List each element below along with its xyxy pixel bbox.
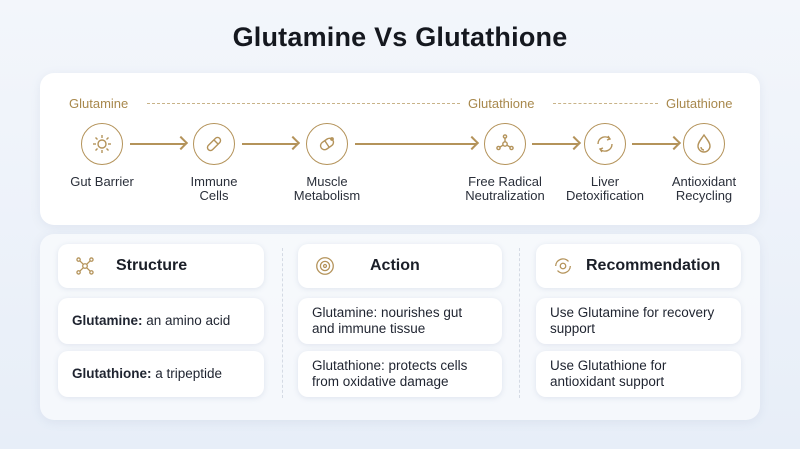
- recommendation-heading: Recommendation: [586, 257, 721, 274]
- structure-heading: Structure: [116, 257, 188, 274]
- structure-item: Glutathione: a tripeptide: [58, 351, 264, 397]
- flow-arrow: [532, 143, 578, 145]
- recommendation-header-card: Recommendation: [536, 244, 741, 288]
- step-label: Gut Barrier: [70, 174, 134, 189]
- page-title: Glutamine Vs Glutathione: [232, 22, 568, 52]
- group-divider-line: [553, 103, 658, 104]
- group-label-glutathione: Glutathione: [468, 96, 535, 111]
- recycle-icon: [584, 123, 626, 165]
- group-divider-line: [147, 103, 460, 104]
- flow-arrow: [242, 143, 297, 145]
- action-item: Glutathione: protects cells from oxidati…: [298, 351, 502, 397]
- column-divider: [282, 248, 283, 398]
- column-divider: [519, 248, 520, 398]
- flow-step-gut-barrier: Gut Barrier: [47, 123, 157, 189]
- sun-burst-icon: [81, 123, 123, 165]
- structure-header-card: Structure: [58, 244, 264, 288]
- target-icon: [312, 253, 338, 279]
- group-label-glutathione-2: Glutathione: [666, 96, 733, 111]
- pill-icon: [306, 123, 348, 165]
- refresh-icon: [550, 253, 576, 279]
- flow-arrow: [632, 143, 678, 145]
- action-heading: Action: [370, 257, 420, 274]
- flow-arrow: [130, 143, 185, 145]
- action-header-card: Action: [298, 244, 502, 288]
- flow-arrow: [355, 143, 476, 145]
- flow-panel: [40, 73, 760, 225]
- drop-icon: [683, 123, 725, 165]
- network-icon: [72, 253, 98, 279]
- action-item: Glutamine: nourishes gut and immune tiss…: [298, 298, 502, 344]
- capsule-icon: [193, 123, 235, 165]
- recommendation-item: Use Glutamine for recovery support: [536, 298, 741, 344]
- structure-item: Glutamine: an amino acid: [58, 298, 264, 344]
- molecule-icon: [484, 123, 526, 165]
- recommendation-item: Use Glutathione for antioxidant support: [536, 351, 741, 397]
- group-label-glutamine: Glutamine: [69, 96, 129, 111]
